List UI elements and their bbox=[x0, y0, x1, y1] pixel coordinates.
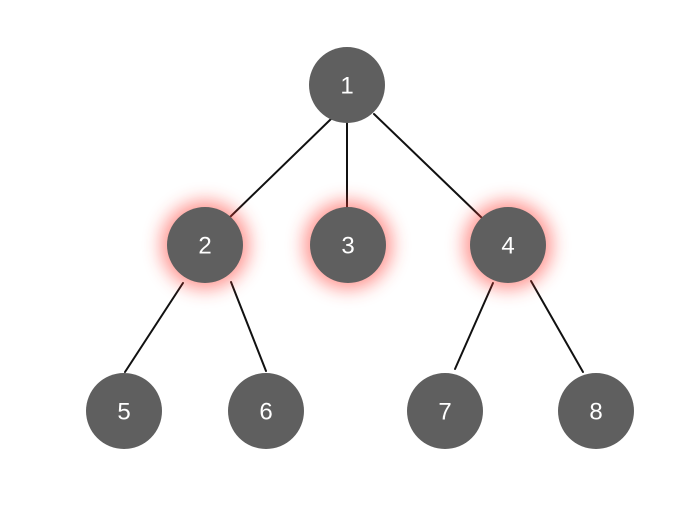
node-4-circle bbox=[470, 207, 546, 283]
tree-edges bbox=[124, 113, 584, 373]
edge-1-2 bbox=[228, 118, 332, 219]
tree-node-5: 5 bbox=[86, 373, 162, 449]
node-7-circle bbox=[407, 373, 483, 449]
node-5-circle bbox=[86, 373, 162, 449]
node-1-circle bbox=[309, 47, 385, 123]
node-2-label: 2 bbox=[198, 233, 211, 260]
node-7-label: 7 bbox=[438, 399, 451, 426]
node-3-label: 3 bbox=[341, 233, 354, 260]
edge-1-4 bbox=[373, 113, 483, 219]
edge-4-8 bbox=[530, 280, 584, 373]
tree-node-2: 2 bbox=[167, 207, 243, 283]
node-3-circle bbox=[310, 207, 386, 283]
node-6-circle bbox=[228, 373, 304, 449]
tree-node-8: 8 bbox=[558, 373, 634, 449]
tree-node-3: 3 bbox=[310, 207, 386, 283]
edge-4-7 bbox=[454, 282, 494, 370]
node-6-label: 6 bbox=[259, 399, 272, 426]
node-4-label: 4 bbox=[501, 233, 514, 260]
edge-2-6 bbox=[230, 281, 267, 372]
node-8-label: 8 bbox=[589, 399, 602, 426]
edge-2-5 bbox=[124, 282, 184, 373]
tree-node-6: 6 bbox=[228, 373, 304, 449]
node-2-circle bbox=[167, 207, 243, 283]
node-8-circle bbox=[558, 373, 634, 449]
node-5-label: 5 bbox=[117, 399, 130, 426]
tree-node-4: 4 bbox=[470, 207, 546, 283]
tree-node-7: 7 bbox=[407, 373, 483, 449]
node-1-label: 1 bbox=[340, 73, 353, 100]
tree-node-1: 1 bbox=[309, 47, 385, 123]
